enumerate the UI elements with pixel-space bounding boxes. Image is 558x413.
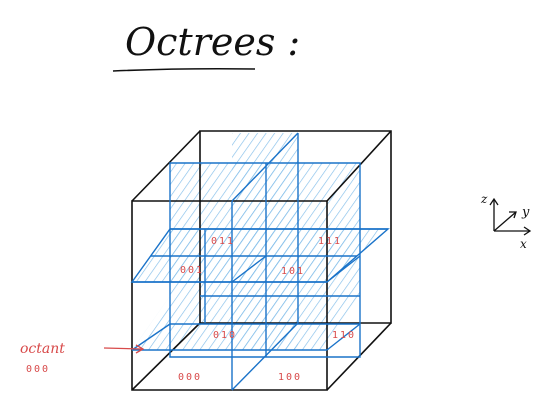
- octant-code-111: 111: [318, 236, 342, 247]
- octant-code-100: 100: [278, 372, 302, 383]
- octant-annotation-label: octant: [20, 341, 65, 357]
- octant-code-001: 001: [180, 265, 204, 276]
- y-axis-arrowhead: [509, 211, 517, 219]
- annotation-arrow: [103, 344, 145, 354]
- axes-indicator: [489, 197, 532, 236]
- vertical-grid-line: [231, 255, 267, 283]
- title-underline: [112, 67, 256, 72]
- page-title: Octrees :: [125, 20, 300, 64]
- z-axis-label: z: [480, 192, 488, 206]
- octant-code-010: 010: [213, 330, 237, 341]
- octant-annotation-code: 000: [26, 364, 50, 375]
- cube-edge: [326, 130, 392, 202]
- subdivision-grid: [130, 132, 390, 391]
- y-axis-label: y: [521, 205, 530, 220]
- y-axis-line: [493, 211, 517, 232]
- x-axis-label: x: [520, 237, 527, 251]
- mid-depth-plane: [169, 162, 361, 358]
- octant-code-000: 000: [178, 372, 202, 383]
- octant-code-011: 011: [211, 236, 235, 247]
- horizontal-grid-line: [326, 255, 361, 283]
- octant-code-101: 101: [281, 266, 305, 277]
- vertical-grid-line: [231, 132, 299, 202]
- vertical-grid-line: [231, 322, 299, 391]
- x-axis-arrowhead: [523, 226, 532, 236]
- cube-edge: [131, 322, 201, 391]
- octant-code-110: 110: [332, 330, 356, 341]
- horizontal-grid-line: [326, 323, 361, 351]
- z-axis-arrowhead: [489, 197, 499, 206]
- octant-labels: 011 111 001 101 010 110 000 100: [178, 236, 356, 383]
- cube-edge: [131, 130, 201, 202]
